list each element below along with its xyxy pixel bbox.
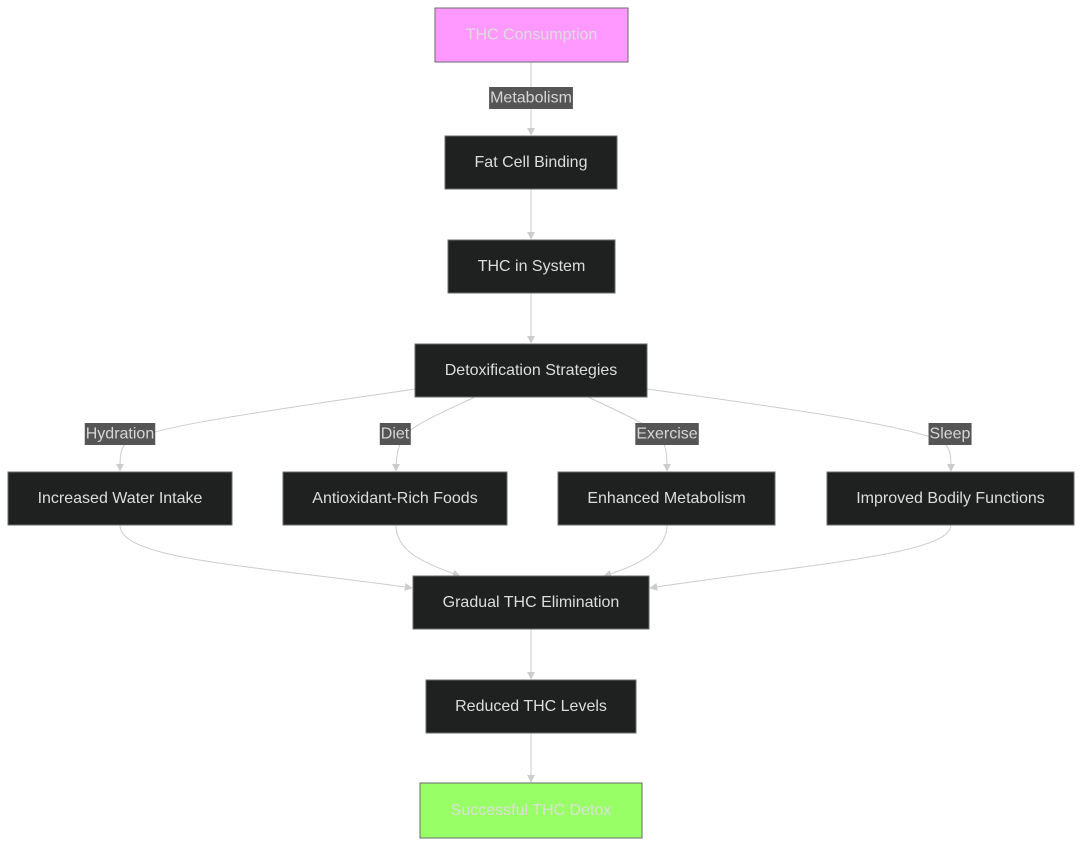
edge-label-background [379, 423, 411, 445]
node-success: Successful THC Detox [419, 782, 643, 839]
node-elim: Gradual THC Elimination [412, 575, 650, 630]
edge-label-text: Metabolism [490, 90, 572, 107]
node-box [412, 575, 650, 630]
node-box [419, 782, 643, 839]
edge-detox-to-water [116, 388, 416, 472]
node-reduced: Reduced THC Levels [425, 679, 637, 734]
node-water: Increased Water Intake [7, 471, 233, 526]
node-detox: Detoxification Strategies [414, 343, 648, 398]
edge-foods-to-elim [395, 524, 461, 578]
node-label: Increased Water Intake [38, 490, 203, 507]
node-bodily: Improved Bodily Functions [826, 471, 1075, 526]
node-box [447, 239, 616, 294]
edge-label-text: Sleep [930, 426, 971, 443]
edge-label-exercise: Exercise [635, 423, 699, 445]
edge-label-diet: Diet [379, 423, 411, 445]
edge-label-text: Diet [381, 426, 410, 443]
edge-label-background [489, 87, 573, 109]
node-box [557, 471, 776, 526]
edge-detox-to-bodily [646, 388, 955, 472]
node-fat: Fat Cell Binding [444, 135, 618, 190]
node-label: Improved Bodily Functions [856, 490, 1045, 507]
node-label: THC Consumption [466, 27, 598, 44]
node-label: Successful THC Detox [451, 802, 612, 819]
node-box [7, 471, 233, 526]
node-box [282, 471, 508, 526]
node-label: Antioxidant-Rich Foods [312, 490, 477, 507]
node-box [434, 7, 629, 63]
node-label: Enhanced Metabolism [587, 490, 745, 507]
node-box [425, 679, 637, 734]
edge-label-background [635, 423, 699, 445]
edge-bodily-to-elim [649, 524, 952, 591]
edge-label-hydration: Hydration [84, 423, 156, 445]
edge-metab-to-elim [603, 524, 668, 578]
edge-water-to-elim [119, 524, 413, 591]
node-label: Reduced THC Levels [455, 698, 607, 715]
edge-label-sleep: Sleep [928, 423, 972, 445]
node-system: THC in System [447, 239, 616, 294]
edge-label-text: Exercise [636, 426, 697, 443]
node-consumption: THC Consumption [434, 7, 629, 63]
edge-label-text: Hydration [86, 426, 154, 443]
edge-label-background [928, 423, 972, 445]
node-label: Gradual THC Elimination [443, 594, 620, 611]
node-label: THC in System [478, 258, 586, 275]
node-foods: Antioxidant-Rich Foods [282, 471, 508, 526]
edge-label-metabolism: Metabolism [489, 87, 573, 109]
node-label: Fat Cell Binding [475, 154, 588, 171]
node-metab: Enhanced Metabolism [557, 471, 776, 526]
node-box [414, 343, 648, 398]
edge-label-background [84, 423, 156, 445]
node-box [826, 471, 1075, 526]
node-box [444, 135, 618, 190]
node-label: Detoxification Strategies [445, 362, 618, 379]
